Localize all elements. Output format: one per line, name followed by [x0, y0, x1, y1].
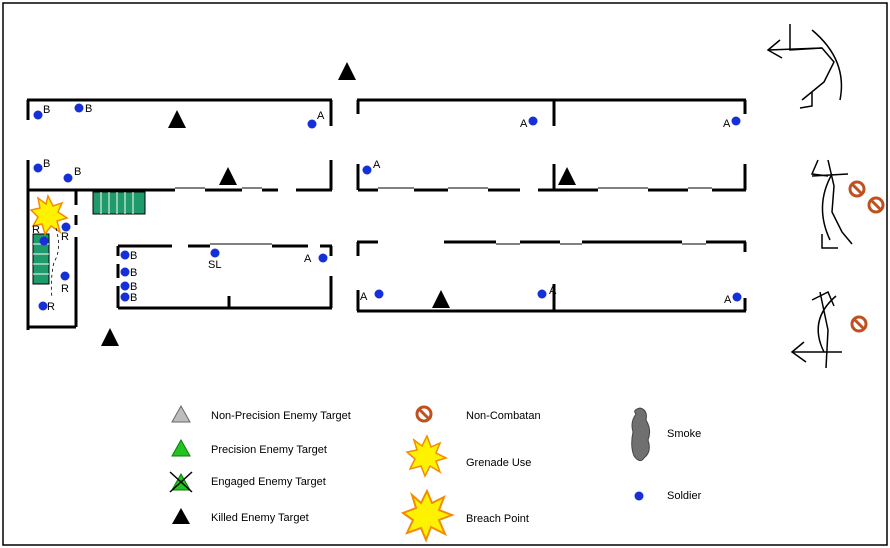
soldier-label: SL: [208, 259, 221, 271]
soldier-label: B: [130, 250, 137, 262]
soldier-icon: [120, 250, 130, 260]
soldier-label: B: [43, 158, 50, 170]
non-combatant-legend-icon: [415, 405, 433, 423]
soldier-icon: [731, 116, 741, 126]
legend-engaged: Engaged Enemy Target: [211, 476, 326, 488]
building-walls: [26, 98, 747, 330]
soldier-icon: [61, 222, 71, 232]
breach-point-icon: [29, 193, 69, 236]
killed-target-icon: [338, 62, 356, 80]
soldier-label: A: [304, 253, 312, 265]
soldier-icon: [362, 165, 372, 175]
soldier-labels: B B A B B A A A R R R R B B B B SL A A A…: [32, 103, 732, 313]
legend-soldier: Soldier: [667, 490, 702, 502]
killed-target-legend-icon: [172, 508, 190, 524]
non-combatant-icon: [848, 180, 866, 198]
engaged-target-icon: [169, 471, 193, 493]
soldier-label: B: [43, 104, 50, 116]
legend: Non-Precision Enemy Target Precision Ene…: [169, 404, 702, 543]
killed-target-icon: [558, 167, 576, 185]
soldier-icon: [33, 110, 43, 120]
soldier-icon: [33, 163, 43, 173]
soldier-label: A: [724, 294, 732, 306]
soldier-icon: [120, 292, 130, 302]
non-combatants: [848, 180, 885, 333]
soldier-legend-icon: [634, 491, 644, 501]
non-precision-target-icon: [171, 404, 191, 423]
soldier-icon: [39, 236, 49, 246]
soldier-icon: [528, 116, 538, 126]
stairs-top: [92, 191, 146, 215]
soldier-icon: [732, 292, 742, 302]
smoke-icon: [631, 407, 651, 462]
soldier-label: R: [61, 283, 69, 295]
killed-targets: [101, 62, 576, 346]
soldier-label: A: [549, 285, 557, 297]
legend-killed: Killed Enemy Target: [211, 512, 309, 524]
soldier-icon: [120, 281, 130, 291]
grenade-icon: [405, 434, 449, 478]
breach-icon: [400, 488, 455, 543]
legend-non-precision: Non-Precision Enemy Target: [211, 410, 351, 422]
movement-arrow-3: [790, 290, 842, 369]
non-combatant-icon: [867, 196, 885, 214]
movement-arrow-1: [766, 24, 843, 109]
soldier-label: A: [360, 291, 368, 303]
legend-smoke: Smoke: [667, 428, 701, 440]
legend-breach: Breach Point: [466, 513, 529, 525]
soldier-icon: [63, 173, 73, 183]
movement-arrow-2: [810, 159, 853, 249]
soldier-label: A: [723, 118, 731, 130]
soldier-icon: [318, 253, 328, 263]
soldier-icon: [38, 301, 48, 311]
legend-precision: Precision Enemy Target: [211, 444, 327, 456]
soldier-label: B: [85, 103, 92, 115]
stairs-left: [32, 233, 50, 285]
soldier-icon: [374, 289, 384, 299]
soldier-icon: [537, 289, 547, 299]
soldier-icon: [307, 119, 317, 129]
soldier-label: A: [373, 159, 381, 171]
soldier-label: R: [47, 301, 55, 313]
legend-non-combatant: Non-Combatan: [466, 410, 541, 422]
soldier-icon: [60, 271, 70, 281]
legend-grenade: Grenade Use: [466, 457, 531, 469]
soldier-label: B: [130, 292, 137, 304]
killed-target-icon: [432, 290, 450, 308]
soldier-label: R: [32, 224, 40, 236]
soldier-label: B: [130, 267, 137, 279]
killed-target-icon: [168, 110, 186, 128]
soldier-label: A: [520, 118, 528, 130]
soldier-label: A: [317, 110, 325, 122]
soldier-label: B: [74, 166, 81, 178]
soldier-icon: [74, 103, 84, 113]
soldier-label: B: [130, 281, 137, 293]
killed-target-icon: [219, 167, 237, 185]
soldier-icon: [210, 248, 220, 258]
precision-target-icon: [171, 438, 191, 457]
door-lines: [175, 187, 712, 245]
soldiers: [33, 103, 742, 311]
non-combatant-icon: [850, 315, 868, 333]
movement-trace: [50, 227, 59, 299]
soldier-icon: [120, 267, 130, 277]
soldier-label: R: [61, 231, 69, 243]
killed-target-icon: [101, 328, 119, 346]
